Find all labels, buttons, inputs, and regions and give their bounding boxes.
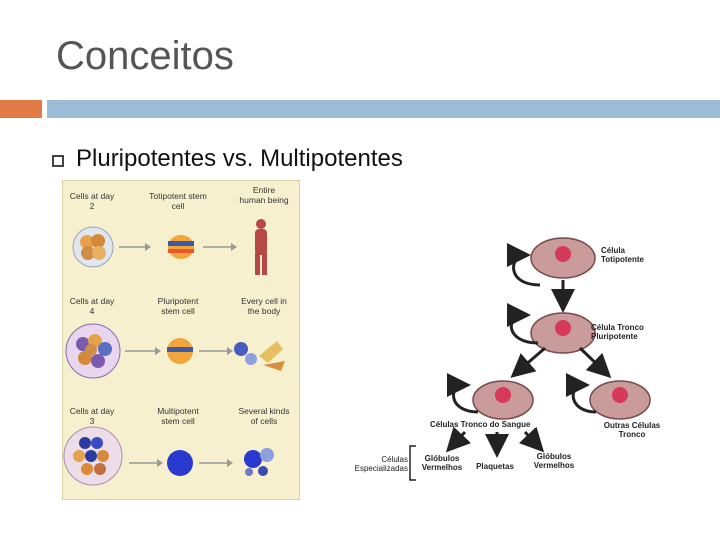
red-cells-label: Glóbulos Vermelhos (533, 452, 575, 470)
bullet-square-icon (52, 155, 64, 167)
other-stem-cell (589, 380, 651, 420)
row1-outcome-label: Entire human being (239, 185, 289, 205)
row2-cell-type-label: Pluripotent stem cell (157, 296, 199, 316)
figure-illustration (63, 219, 285, 486)
pluripotent-label: Célula Tronco Pluripotente (591, 323, 644, 341)
blood-stem-label: Células Tronco do Sangue (430, 420, 531, 429)
row2-stage-label: Cells at day 4 (69, 296, 115, 316)
body-cells-icon (234, 342, 248, 356)
row3-outcome-label: Several kinds of cells (238, 406, 290, 426)
totipotent-label: Célula Totipotente (601, 246, 644, 264)
accent-bar-orange (0, 100, 42, 118)
row3-cell-type-label: Multipotent stem cell (157, 406, 199, 426)
row1-stage-label: Cells at day 2 (69, 191, 115, 211)
blood-cells-icon (244, 450, 262, 468)
accent-bar-blue (47, 100, 720, 118)
row2-outcome-label: Every cell in the body (241, 296, 287, 316)
embryo-day2-icon (72, 226, 114, 268)
slide-title: Conceitos (56, 34, 234, 78)
totipotent-cell (530, 237, 596, 279)
blood-stem-cell (472, 380, 534, 420)
pluripotent-cell (530, 312, 596, 354)
stem-cell-figure: Cells at day 2 Totipotent stem cell Enti… (62, 180, 300, 500)
self-renewal-arrow (506, 243, 541, 287)
white-cells-label: Glóbulos Vermelhos (421, 454, 463, 472)
other-stem-label: Outras Células Tronco (603, 421, 661, 439)
row1-cell-type-label: Totipotent stem cell (149, 191, 207, 211)
platelets-label: Plaquetas (476, 462, 514, 471)
bullet-text: Pluripotentes vs. Multipotentes (76, 145, 403, 172)
totipotent-cell-icon (168, 235, 194, 259)
row3-stage-label: Cells at day 3 (69, 406, 115, 426)
bracket (409, 445, 416, 481)
human-figure-icon (256, 219, 266, 229)
multipotent-cell-icon (167, 450, 193, 476)
specialized-cells-label: Células Especializadas (354, 455, 408, 473)
